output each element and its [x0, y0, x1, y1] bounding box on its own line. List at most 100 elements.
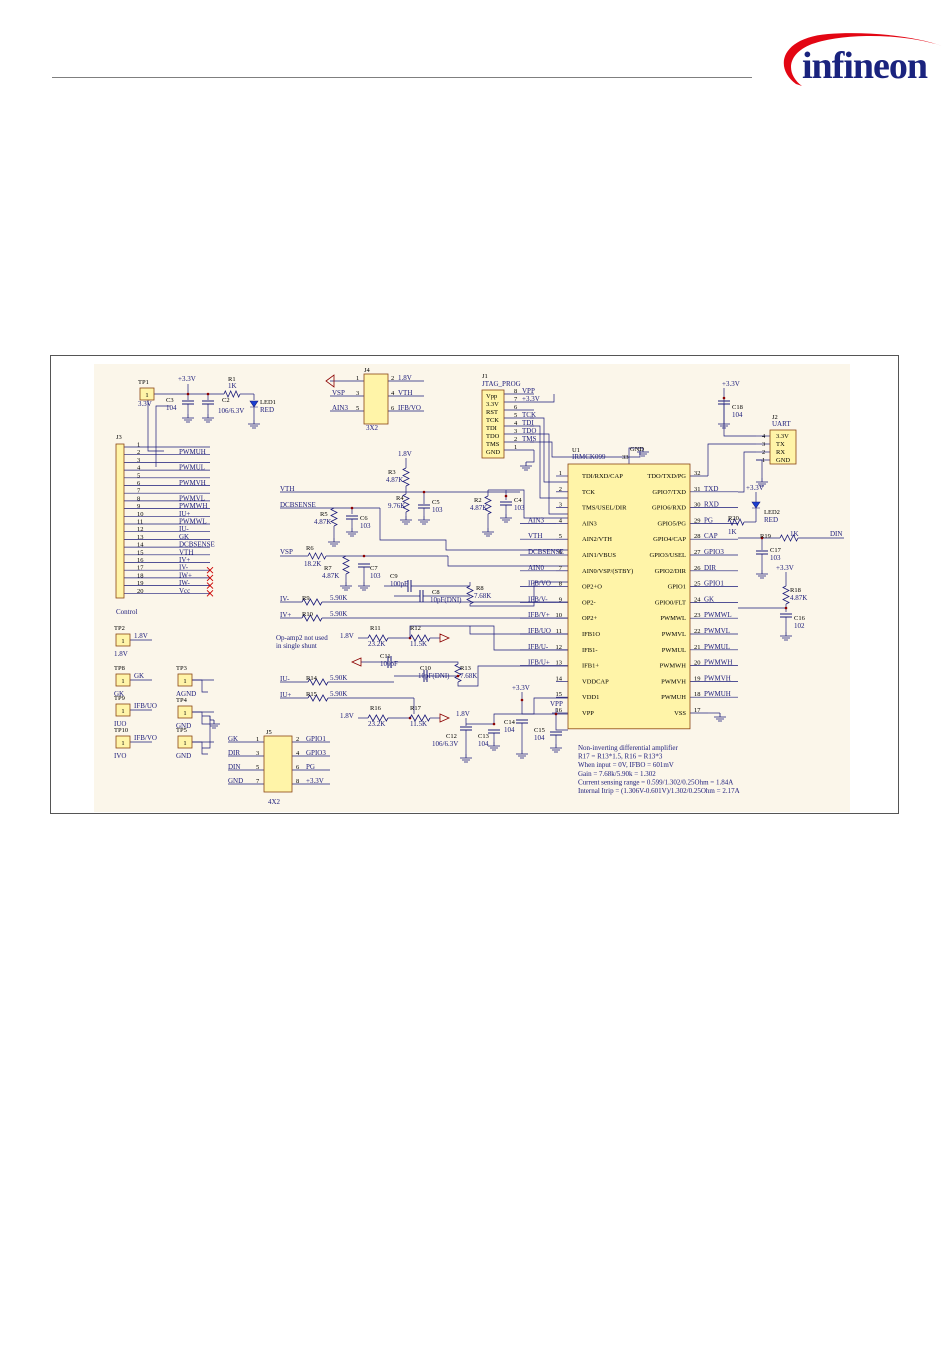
u1-pin-name: PWMWL: [660, 615, 686, 622]
c3-ref: C3: [166, 397, 174, 404]
tp-pin: 1: [121, 708, 124, 715]
j3-pin-number: 19: [137, 580, 144, 587]
wire: [457, 665, 568, 687]
net-plus33-r18: +3.3V: [776, 564, 794, 572]
u1-pin-number: 18: [694, 691, 701, 698]
tp-ref: TP2: [114, 625, 125, 632]
u1-pin-name: AIN2/VTH: [582, 536, 612, 543]
u1-pin-name: GPIO3/USEL: [650, 552, 687, 559]
j3-pin-number: 1: [137, 442, 140, 449]
u1-pin-name: OP2+O: [582, 584, 602, 591]
r11-value: 23.2K: [368, 640, 385, 648]
wire: [202, 716, 211, 749]
no-connect-mark: [206, 589, 214, 597]
j1-pin-label: RST: [486, 409, 498, 416]
c11-value: 100pF: [380, 660, 398, 668]
u1-right-net: TXD: [704, 485, 718, 493]
net-din: DIN: [830, 530, 842, 538]
j3-pin-number: 16: [137, 557, 144, 564]
r3: [402, 467, 410, 487]
j5-pin: 2: [296, 736, 299, 743]
j3-pin-number: 5: [137, 472, 140, 479]
u1-right-net: PWMWL: [704, 611, 732, 619]
c9: [407, 580, 412, 592]
u1-pin-number: 12: [556, 644, 563, 651]
r17-net-flag: [439, 713, 450, 723]
u1-pin-number: 27: [694, 549, 701, 556]
j4-net: VSP: [332, 389, 345, 397]
j5-net: PG: [306, 763, 315, 771]
u1-pin-name: IFB1O: [582, 631, 600, 638]
j5-net: GPIO3: [306, 749, 326, 757]
j4-pin: 4: [391, 390, 395, 397]
j5-pin: 3: [256, 750, 259, 757]
junction: [520, 698, 524, 702]
net-plus33-c14: +3.3V: [512, 684, 530, 692]
j1-name: JTAG_PROG: [482, 380, 521, 388]
r17-ref: R17: [410, 705, 422, 712]
u1-left-net: IFB/V-: [528, 595, 548, 603]
u1-gnd-label: GND: [630, 446, 644, 453]
r12-net-flag: [439, 633, 450, 643]
j4-net: 1.8V: [398, 374, 412, 382]
tp-body: [177, 705, 193, 719]
ground-symbol: [780, 632, 792, 641]
wire: [469, 581, 568, 607]
j4-net: AIN3: [332, 404, 348, 412]
r8: [466, 585, 474, 605]
r8-ref: R8: [476, 585, 484, 592]
j2-pin: 1: [762, 457, 765, 464]
u1-pin-name: AIN3: [582, 520, 597, 527]
c3: [182, 400, 194, 405]
u1-pin-number: 4: [559, 517, 563, 524]
tp-pin: 1: [183, 710, 186, 717]
r2-ref: R2: [474, 497, 482, 504]
u1-pin-number: 10: [556, 612, 563, 619]
c17: [756, 550, 768, 555]
u1-pin-number: 9: [559, 596, 562, 603]
j3-pin-net: Vcc: [179, 587, 190, 595]
net-ium: IU-: [280, 675, 290, 683]
c4-value: 103: [514, 504, 525, 512]
r2: [484, 495, 492, 515]
j5-ref: J5: [266, 729, 272, 736]
u1-pin-name: GPIO1: [668, 584, 686, 591]
note-opamp-line1: Op-amp2 not used: [276, 634, 328, 642]
led1: [249, 400, 259, 408]
ground-symbol: [637, 448, 649, 457]
wire: [192, 679, 208, 693]
r1: [223, 390, 241, 398]
u1-pin-number: 8: [559, 581, 562, 588]
r2-value: 4.87K: [470, 504, 487, 512]
r16-ref: R16: [370, 705, 382, 712]
j3-pin-number: 14: [137, 542, 144, 549]
ground-symbol: [482, 528, 494, 537]
u1-pin-number: 24: [694, 596, 701, 603]
j1-pin-label: 3.3V: [486, 401, 499, 408]
ground-symbol: [516, 750, 528, 759]
r1-value: 1K: [228, 382, 237, 390]
tp-net: GK: [134, 672, 144, 680]
wire: [530, 433, 568, 515]
ground-symbol: [460, 754, 472, 763]
r15: [307, 694, 329, 702]
u1-pin-number: 15: [556, 691, 563, 698]
j4-pin: 2: [391, 375, 394, 382]
c18: [718, 400, 730, 405]
c11: [387, 656, 392, 668]
r7-ref: R7: [324, 565, 332, 572]
c4: [500, 501, 512, 506]
r14-value: 5.90K: [330, 674, 347, 682]
wire: [155, 405, 170, 467]
c6-ref: C6: [360, 515, 368, 522]
u1-pin-number: 3: [559, 502, 562, 509]
net-v18-r11: 1.8V: [340, 632, 354, 640]
j3-pin-net: IW+: [179, 571, 192, 579]
tp-body: [115, 673, 131, 687]
j1-pin: 3: [514, 428, 517, 435]
r4-ref: R4: [396, 495, 404, 502]
j4-pin: 1: [356, 375, 359, 382]
